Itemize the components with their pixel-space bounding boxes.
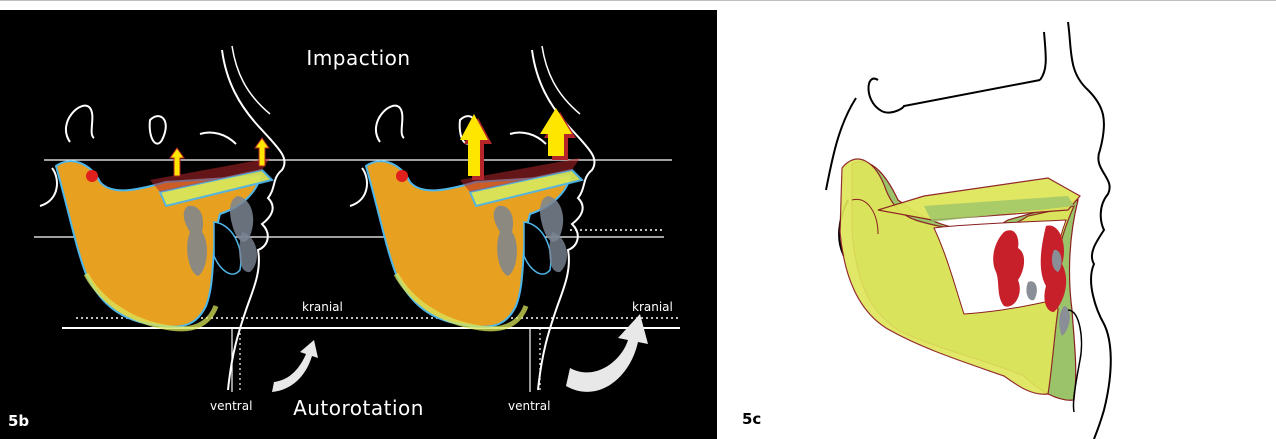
ventral-label-left: ventral (210, 399, 252, 413)
autorotation-title: Autorotation (0, 396, 717, 420)
top-rule (0, 0, 1276, 1)
impaction-title: Impaction (0, 46, 717, 70)
jaw-illustration-5c (728, 10, 1276, 439)
ventral-label-right: ventral (508, 399, 550, 413)
rotation-arrow-small (272, 340, 318, 392)
nose-bridge-line (1040, 32, 1046, 80)
large-arrow-right-1 (460, 114, 492, 180)
panel-5b: Impaction Autorotation kranial kranial v… (0, 10, 717, 439)
panel-label-5b: 5b (8, 412, 29, 430)
skull-right (350, 46, 595, 390)
panel-5c: 5c (728, 10, 1276, 439)
cephalometric-diagram-5b (0, 10, 717, 439)
rotation-arrow-large (566, 314, 648, 392)
large-arrow-right-2 (540, 108, 576, 160)
kranial-label-right: kranial (632, 300, 673, 314)
skull-left (40, 46, 285, 390)
ear-outline (869, 79, 1041, 113)
panel-label-5c: 5c (742, 410, 761, 428)
small-arrow-left-1 (170, 148, 184, 176)
kranial-label-left: kranial (302, 300, 343, 314)
